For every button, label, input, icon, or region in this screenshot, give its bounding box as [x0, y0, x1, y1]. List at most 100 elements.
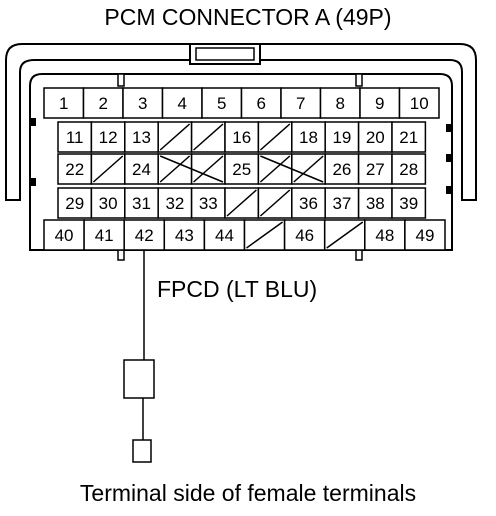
terminal-number: 20 [366, 128, 385, 147]
side-latch-right-3 [446, 186, 452, 194]
terminal-number: 3 [138, 94, 147, 113]
unused-terminal-slash [246, 221, 284, 249]
terminal-number: 33 [199, 194, 218, 213]
terminal-cell-36 [291, 187, 326, 219]
terminal-number: 39 [399, 194, 418, 213]
terminal-number: 22 [65, 160, 84, 179]
terminal-cell-3 [122, 87, 164, 119]
terminal-cell-30 [90, 187, 126, 219]
terminal-cell-31 [124, 187, 159, 219]
terminal-number: 11 [66, 128, 84, 147]
terminal-cell-11 [57, 121, 93, 153]
unused-terminal-slash [159, 155, 191, 183]
terminal-number: 48 [375, 226, 394, 245]
terminal-number: 40 [55, 226, 74, 245]
terminal-cell-19 [324, 121, 360, 153]
key-bottom-left [117, 249, 125, 261]
terminal-cell-33 [190, 187, 226, 219]
unused-terminal-slash [159, 123, 191, 151]
connector-body [29, 73, 453, 251]
terminal-number: 49 [415, 226, 434, 245]
terminal-number: 21 [399, 128, 418, 147]
terminal-number: 37 [332, 194, 351, 213]
terminal-cell-16 [224, 121, 260, 153]
terminal-number: 43 [175, 226, 194, 245]
key-top-left [117, 73, 125, 87]
unused-terminal-slash [259, 155, 291, 183]
terminal-cell-28 [391, 153, 427, 185]
unused-terminal-slash [259, 123, 291, 151]
terminal-cell-21 [391, 121, 427, 153]
terminal-number: 31 [132, 194, 151, 213]
terminal-number: 46 [295, 226, 314, 245]
terminal-number: 41 [95, 226, 114, 245]
lock-tab [189, 43, 261, 65]
terminal-number: 13 [132, 128, 151, 147]
terminal-cell-6 [240, 87, 282, 119]
terminal-number: 4 [178, 94, 187, 113]
terminal-number: 44 [215, 226, 234, 245]
terminal-cell-49 [404, 219, 446, 251]
terminal-cell-13 [124, 121, 159, 153]
terminal-number: 18 [299, 128, 318, 147]
unused-terminal-cross [159, 155, 224, 183]
connector-title: PCM CONNECTOR A (49P) [104, 4, 392, 30]
terminal-number: 16 [232, 128, 251, 147]
terminal-number: 30 [99, 194, 118, 213]
key-bottom-right [355, 249, 363, 261]
terminal-number: 5 [217, 94, 226, 113]
terminal-number: 32 [165, 194, 184, 213]
lock-tab-inner [195, 47, 255, 61]
side-latch-left-2 [30, 178, 36, 186]
terminal-number: 42 [135, 226, 154, 245]
terminal-cell-10 [398, 87, 440, 119]
unused-terminal-slash [92, 155, 124, 183]
terminal-cell-44 [203, 219, 246, 251]
terminal-cell-7 [280, 87, 322, 119]
terminal-number: 24 [132, 160, 151, 179]
terminal-number: 27 [366, 160, 385, 179]
terminal-cell-40 [43, 219, 85, 251]
terminal-cell-5 [201, 87, 243, 119]
unused-terminal-slash [193, 123, 224, 151]
terminal-number: 2 [99, 94, 108, 113]
terminal-cell-41 [83, 219, 125, 251]
terminal-cell-8 [319, 87, 361, 119]
terminal-cell-2 [82, 87, 124, 119]
terminal-cell-9 [359, 87, 401, 119]
terminal-cell-48 [364, 219, 406, 251]
terminal-number: 6 [257, 94, 266, 113]
test-connector-small [132, 439, 152, 463]
terminal-number: 29 [65, 194, 84, 213]
footer-caption: Terminal side of female terminals [79, 480, 417, 506]
unused-terminal-slash [293, 155, 324, 183]
terminal-cell-25 [224, 153, 260, 185]
wire-label: FPCD (LT BLU) [157, 276, 318, 302]
side-latch-right [446, 124, 452, 132]
terminal-cell-22 [57, 153, 93, 185]
terminal-cell-43 [163, 219, 206, 251]
terminal-number: 7 [296, 94, 305, 113]
terminal-number: 28 [399, 160, 418, 179]
terminal-number: 9 [375, 94, 384, 113]
terminal-number: 10 [410, 94, 429, 113]
terminal-number: 25 [232, 160, 251, 179]
unused-terminal-slash [259, 189, 291, 217]
unused-terminal-slash [226, 189, 257, 217]
terminal-cell-27 [357, 153, 393, 185]
test-connector-large [123, 359, 155, 399]
terminal-number: 36 [299, 194, 318, 213]
side-latch-left [30, 118, 36, 126]
terminal-cell-39 [391, 187, 427, 219]
unused-terminal-cross [260, 155, 324, 183]
connector-housing [5, 43, 477, 201]
key-top-right [355, 73, 363, 87]
terminal-cell-37 [324, 187, 360, 219]
unused-terminal-slash [193, 155, 224, 183]
terminal-number: 26 [332, 160, 351, 179]
terminal-number: 12 [99, 128, 118, 147]
terminal-number: 1 [59, 94, 68, 113]
unused-terminal-slash [326, 221, 364, 249]
